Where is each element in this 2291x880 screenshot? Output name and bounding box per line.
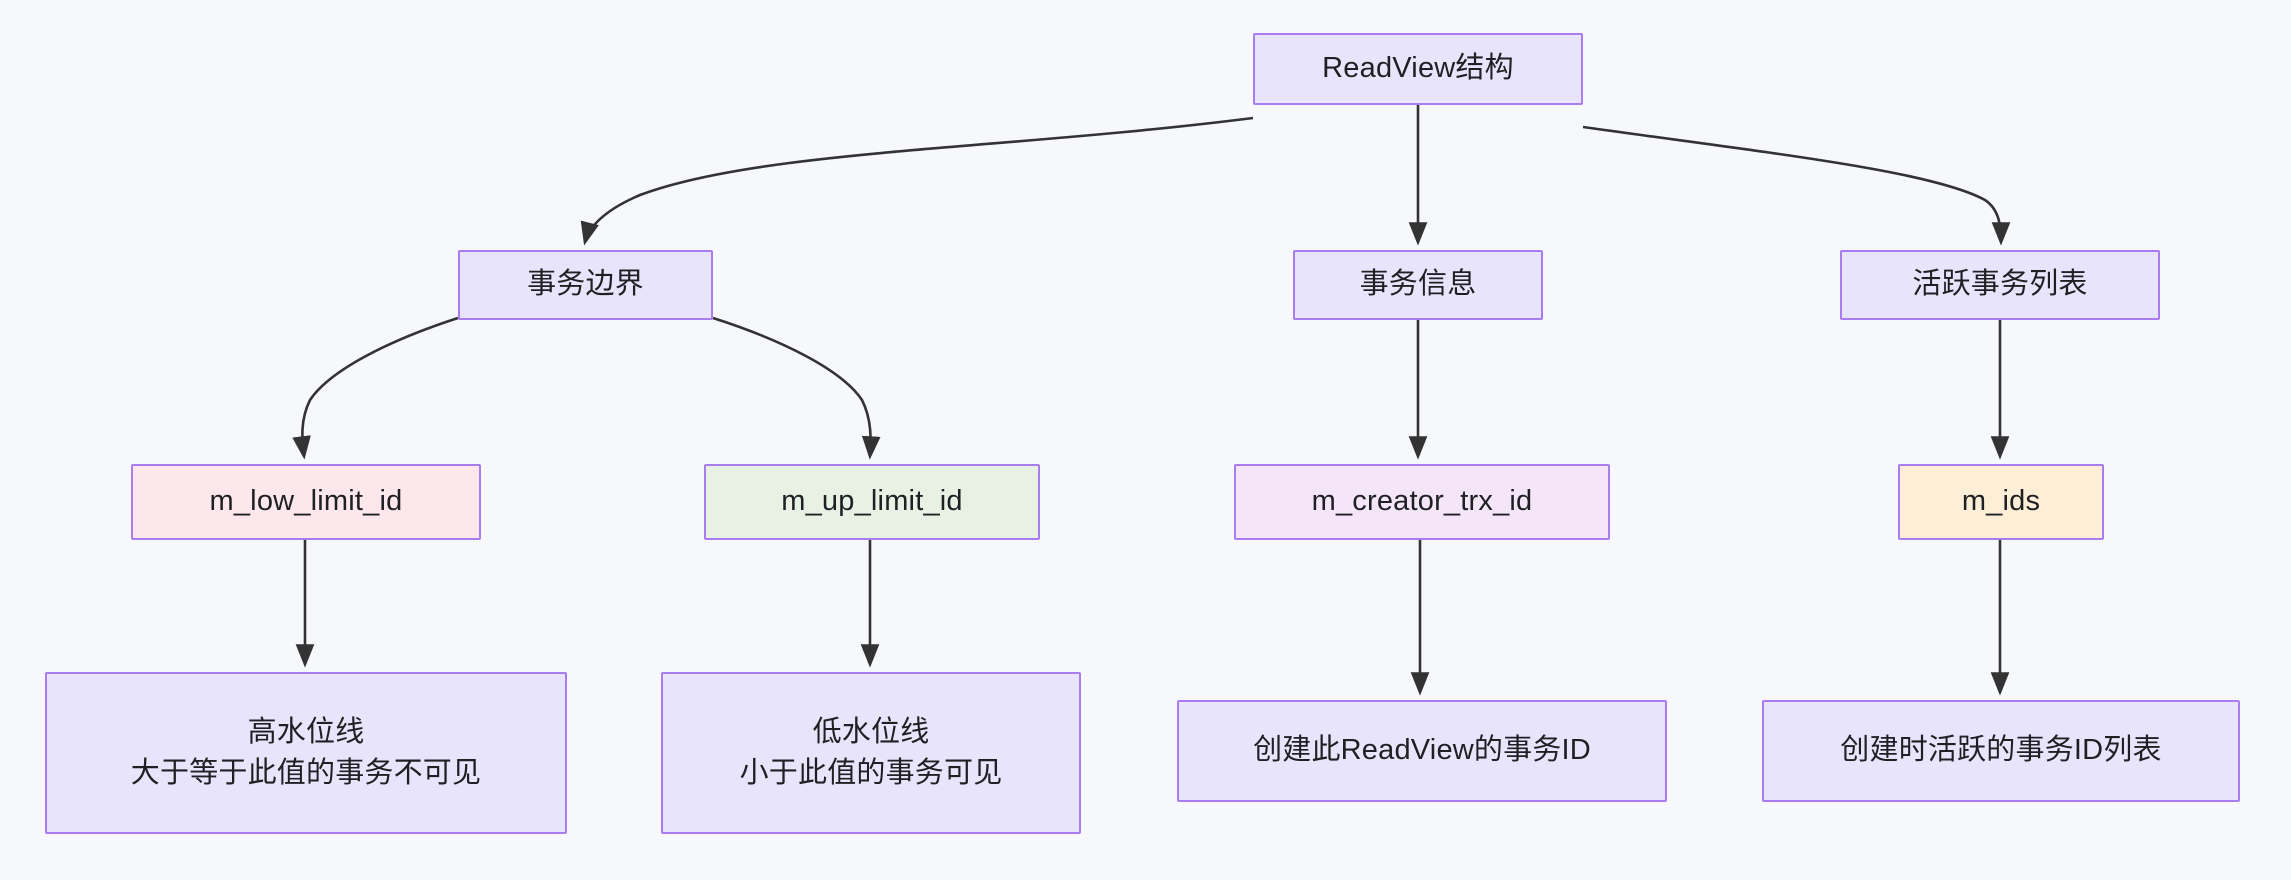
node-m-ids[interactable]: m_ids <box>1898 464 2104 540</box>
node-desc-high-watermark[interactable]: 高水位线 大于等于此值的事务不可见 <box>45 672 567 834</box>
edge-root-to-active-list <box>1582 125 2011 246</box>
node-active-transaction-list[interactable]: 活跃事务列表 <box>1840 250 2160 320</box>
node-desc-creator-trx-id[interactable]: 创建此ReadView的事务ID <box>1177 700 1667 802</box>
edge-boundary-to-m-low-limit-id <box>292 316 459 460</box>
node-readview-root[interactable]: ReadView结构 <box>1253 33 1583 105</box>
node-transaction-boundary[interactable]: 事务边界 <box>458 250 713 320</box>
node-m-up-limit-id[interactable]: m_up_limit_id <box>704 464 1040 540</box>
node-desc-active-ids[interactable]: 创建时活跃的事务ID列表 <box>1762 700 2240 802</box>
node-m-low-limit-id[interactable]: m_low_limit_id <box>131 464 481 540</box>
node-transaction-info[interactable]: 事务信息 <box>1293 250 1543 320</box>
edge-boundary-to-m-up-limit-id <box>712 316 881 460</box>
node-desc-low-watermark[interactable]: 低水位线 小于此值的事务可见 <box>661 672 1081 834</box>
node-m-creator-trx-id[interactable]: m_creator_trx_id <box>1234 464 1610 540</box>
edge-root-to-boundary <box>580 116 1254 246</box>
